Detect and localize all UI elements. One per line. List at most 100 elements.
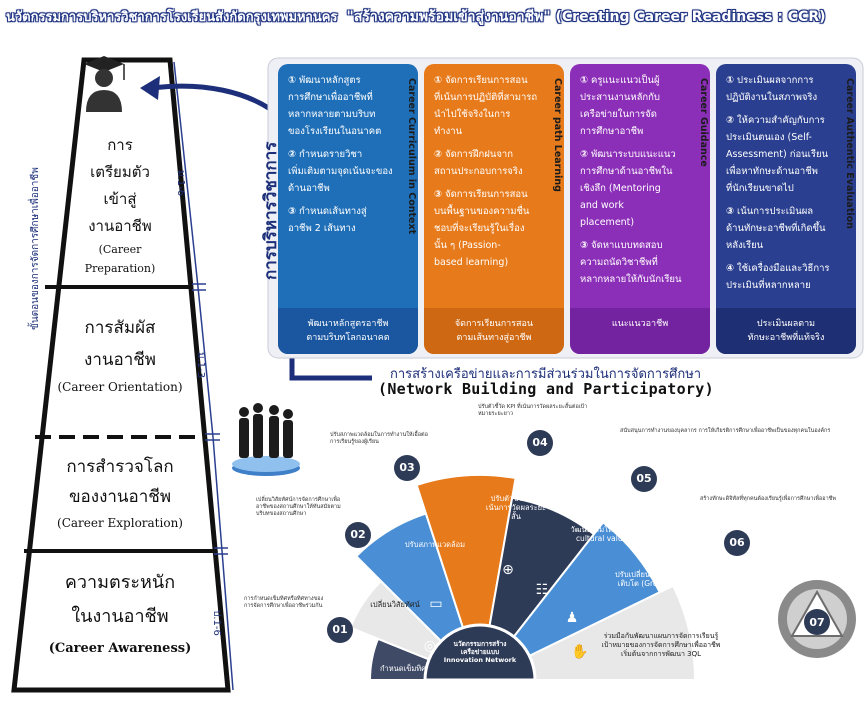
card-footer: ประเมินผลตามทักษะอาชีพที่แท้จริง: [716, 308, 856, 354]
banner-thai-title: นวัตกรรมการบริหารวิชาการโรงเรียนสังกัดกร…: [6, 10, 338, 25]
fan-segment-04: [415, 474, 517, 681]
handshake-icon: ✋: [571, 643, 588, 660]
step-number: 02: [345, 522, 371, 548]
pyramid-outline: [11, 57, 231, 693]
card-item-line: ชอบที่จะเรียนรู้ในเรื่อง: [434, 223, 525, 234]
stage-career-exploration: การสำรวจโลก ของงานอาชีพ (Career Explorat…: [30, 452, 210, 534]
stage-en-line: Preparation): [84, 262, 156, 275]
segment-label: เปลี่ยนวิสัยทัศน์: [370, 600, 420, 609]
stage-career-orientation: การสัมผัส งานอาชีพ (Career Orientation): [40, 312, 200, 398]
center-line: นวัตกรรมการสร้าง: [453, 640, 507, 648]
card-item-line: การศึกษาอาชีพ: [580, 126, 644, 137]
card-item-line: ของโรงเรียนในอนาคต: [288, 126, 382, 137]
card-footer-line: ทักษะอาชีพที่แท้จริง: [747, 333, 825, 343]
segment-label: ปรับตัวชี้วัด KPI เน้นการวัดผลระยะสั้น: [485, 494, 547, 521]
card-item-number: ②: [580, 149, 589, 160]
stage-career-awareness: ความตระหนัก ในงานอาชีพ (Career Awareness…: [22, 566, 218, 664]
card-item-line: เชิงลึก (Mentoring: [580, 183, 661, 194]
grade-bracket-line: [173, 61, 199, 288]
laptop-icon: ▭: [429, 596, 442, 612]
stage-th-line: เตรียมตัว: [90, 163, 150, 181]
card-footer-line: ตามเส้นทางสู่อาชีพ: [456, 333, 532, 343]
card-item-line: กำหนดเส้นทางสู่: [299, 206, 367, 217]
card-item-line: สถานประกอบการจริง: [434, 166, 523, 177]
card-item-number: ③: [288, 206, 297, 217]
card-item-number: ③: [726, 206, 735, 217]
step-note: การกำหนดเข็มทิศหรือทิศทางของการจัดการศึก…: [244, 596, 324, 609]
grade-bracket-line: [212, 436, 234, 691]
segment-label: ร่วมมือกันพัฒนาแผนการจัดการเรียนรู้เป้าห…: [601, 632, 721, 658]
globe-icon: ⊕: [502, 562, 514, 578]
card-item-line: เครือข่ายในการจัด: [580, 109, 657, 120]
center-line: เครือข่ายแบบ: [460, 648, 500, 656]
card-item-line: นำไปใช้จริงในการ: [434, 109, 511, 120]
card-item-line: ให้ความสำคัญกับการ: [737, 115, 825, 126]
card-item-number: ①: [580, 75, 589, 86]
segment-label: ปรับเปลี่ยนกรอบความคิดการเติบโต (Growth …: [615, 570, 709, 588]
card-item-number: ①: [288, 75, 297, 86]
title-banner: นวัตกรรมการบริหารวิชาการโรงเรียนสังกัดกร…: [0, 0, 865, 40]
network-english-title: (Network Building and Participatory): [378, 380, 714, 398]
stage-th-line: เข้าสู่: [103, 190, 137, 208]
step-note: ปรับสภาพแวดล้อมในการทำงานให้เอื้อต่อการเ…: [330, 432, 428, 445]
center-line: Innovation Network: [443, 656, 517, 664]
card-item-number: ④: [726, 263, 735, 274]
segment-label: ปรับสภาพแวดล้อม: [404, 540, 466, 549]
target-icon: ◎: [424, 638, 436, 654]
card-footer-line: พัฒนาหลักสูตรอาชีพ: [307, 319, 389, 329]
card-item-line: เน้นการประเมินผล: [737, 206, 814, 217]
card-footer: แนะแนวอาชีพ: [570, 308, 710, 354]
card-item-line: อาชีพ 2 เส้นทาง: [288, 223, 356, 234]
card-item-line: พัฒนาระบบแนะแนว: [591, 149, 676, 160]
card-footer-line: จัดการเรียนการสอน: [454, 319, 534, 329]
card-item-line: ปฏิบัติงานในสภาพจริง: [726, 92, 818, 103]
network-thai-title: การสร้างเครือข่ายและการมีส่วนร่วมในการจั…: [390, 367, 702, 382]
card-item-number: ②: [434, 149, 443, 160]
step-number: 05: [631, 466, 657, 492]
card-item-line: ใช้เครื่องมือและวิธีการ: [737, 263, 830, 274]
stage-th-line: ในงานอาชีพ: [71, 606, 169, 627]
card-item-line: จัดการเรียนการสอน: [445, 189, 528, 200]
banner-quote: "สร้างความพร้อมเข้าสู่งานอาชีพ" (Creatin…: [346, 9, 826, 25]
step-number: 01: [327, 617, 353, 643]
fan-segment-07: [479, 584, 697, 681]
card-item-line: หลากหลายตามบริบท: [288, 109, 376, 120]
step-number: 06: [724, 530, 750, 556]
card-item-line: ที่เน้นการปฏิบัติที่สามารถ: [434, 92, 538, 103]
stage-th-line: งานอาชีพ: [84, 350, 156, 370]
card-item-line: พัฒนาหลักสูตร: [299, 75, 361, 86]
user-icon: ♟: [566, 610, 579, 626]
step-number: 03: [394, 455, 420, 481]
stage-en-line: (Career Orientation): [57, 380, 183, 394]
card-footer-line: ประเมินผลตาม: [756, 319, 816, 329]
innovation-network-center: นวัตกรรมการสร้าง เครือข่ายแบบ Innovation…: [438, 640, 522, 664]
card-item-line: จัดหาแบบทดสอบ: [591, 240, 663, 251]
card-item-number: ③: [580, 240, 589, 251]
card-item-line: ด้านอาชีพ: [288, 183, 330, 194]
card-item-line: การศึกษาเพื่ออาชีพที่: [288, 92, 373, 103]
card-item-line: จัดการเรียนการสอน: [445, 75, 528, 86]
card-item-line: ประเมินที่หลากหลาย: [726, 280, 811, 291]
card-item-line: ครูแนะแนวเป็นผู้: [591, 75, 660, 86]
grade-bracket-line: [197, 286, 214, 438]
step-note: ปรับตัวชี้วัด KPI ที่เน้นการวัดผลระยะสั้…: [478, 404, 588, 417]
stage-th-line: การสำรวจโลก: [66, 457, 174, 477]
card-item-line: ที่นักเรียนขาดไป: [726, 183, 794, 194]
card-item-line: จัดการฝึกฝนจาก: [445, 149, 514, 160]
stage-en-line: (Career Exploration): [57, 516, 183, 530]
stage-th-line: ของงานอาชีพ: [68, 487, 172, 507]
stage-th-line: งานอาชีพ: [88, 217, 152, 235]
arrow-head: [140, 76, 160, 100]
card-item-line: ประเมินตนเอง (Self-: [726, 132, 812, 143]
card-item-line: บนพื้นฐานของความชื่น: [434, 206, 530, 217]
